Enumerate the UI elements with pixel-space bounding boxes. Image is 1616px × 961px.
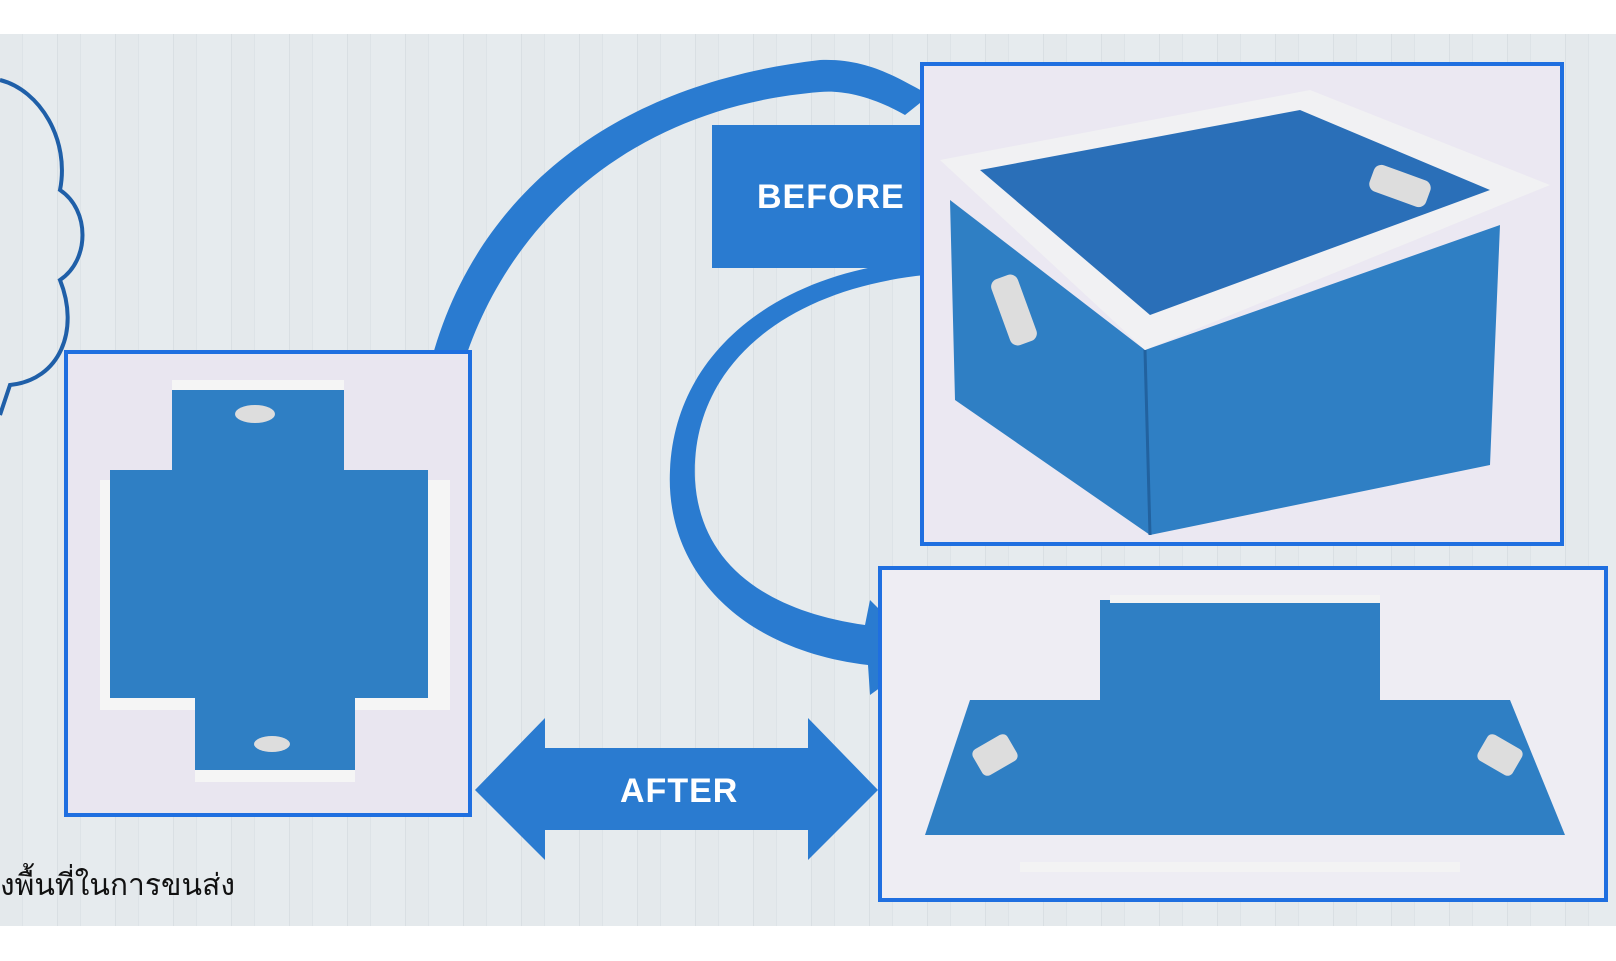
before-label: BEFORE xyxy=(757,178,905,216)
curved-arrow-to-flat xyxy=(669,260,925,695)
flattened-box-side-photo xyxy=(878,566,1608,902)
cloud-outline xyxy=(0,78,85,416)
curved-arrow-to-before xyxy=(405,59,930,441)
caption-text: งพื้นที่ในการขนส่ง xyxy=(0,868,235,903)
after-double-arrow xyxy=(475,718,878,860)
assembled-box-photo xyxy=(920,62,1564,546)
before-label-box xyxy=(712,125,922,268)
flattened-box-top-view-photo xyxy=(64,350,472,817)
after-label: AFTER xyxy=(620,772,739,810)
